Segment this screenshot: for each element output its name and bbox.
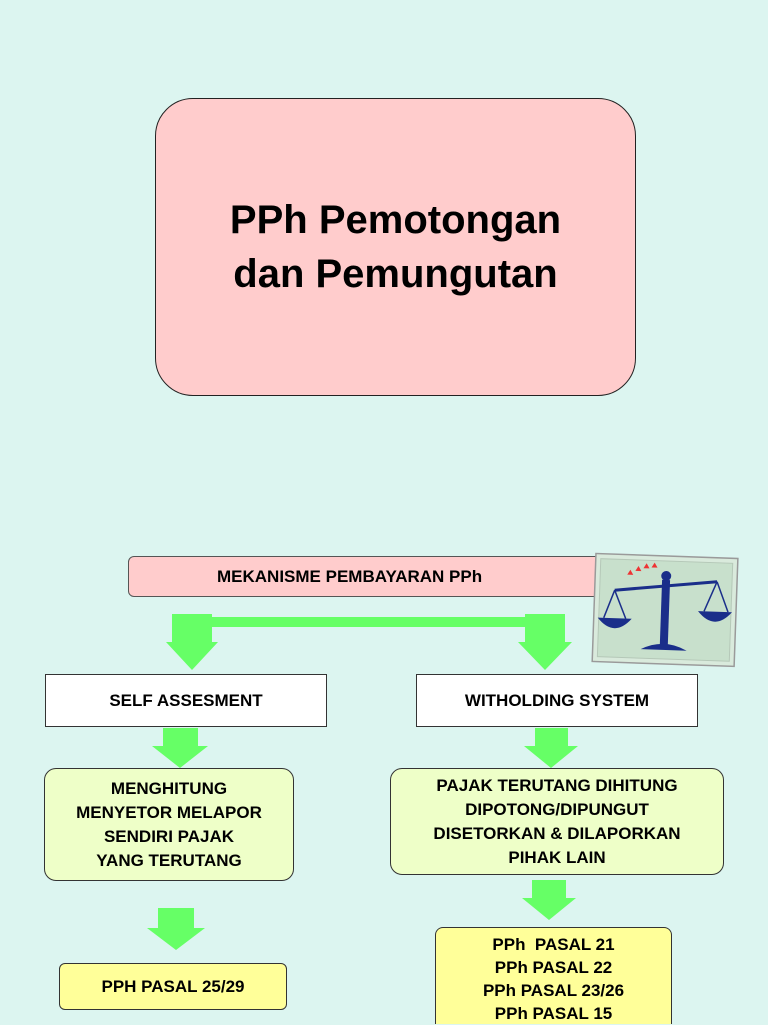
arrow-down-left-bottom (147, 908, 205, 950)
withholding-system-box: WITHOLDING SYSTEM (416, 674, 698, 727)
withholding-system-label: WITHOLDING SYSTEM (464, 690, 650, 710)
description-line: DIPOTONG/DIPUNGUT (465, 799, 649, 819)
self-assessment-label: SELF ASSESMENT (109, 690, 263, 710)
arrow-down-right-top (518, 614, 572, 670)
description-line: YANG TERUTANG (96, 850, 242, 870)
left-articles-box: PPH PASAL 25/29 (59, 963, 287, 1010)
description-line: MENGHITUNG (110, 778, 228, 798)
mechanism-label: MEKANISME PEMBAYARAN PPh (217, 566, 483, 586)
title-line-1: PPh Pemotongan (229, 198, 562, 242)
description-line: PIHAK LAIN (508, 847, 606, 867)
mechanism-box: MEKANISME PEMBAYARAN PPh (128, 556, 610, 597)
article-item: PPh PASAL 15 (494, 1004, 613, 1023)
title-box: PPh Pemotongan dan Pemungutan (155, 98, 636, 396)
arrow-down-right-mid (524, 728, 578, 768)
arrow-down-left-mid (152, 728, 208, 768)
description-line: PAJAK TERUTANG DIHITUNG (436, 775, 678, 795)
scales-of-justice-icon (591, 552, 739, 668)
article-item: PPH PASAL 25/29 (101, 977, 245, 996)
self-assessment-description: MENGHITUNG MENYETOR MELAPOR SENDIRI PAJA… (44, 768, 294, 881)
article-item: PPh PASAL 22 (494, 958, 613, 977)
article-item: PPh PASAL 23/26 (482, 981, 625, 1000)
connector-bar (200, 617, 540, 627)
self-assessment-box: SELF ASSESMENT (45, 674, 327, 727)
article-item: PPh PASAL 21 (492, 935, 615, 954)
description-line: DISETORKAN & DILAPORKAN (433, 823, 681, 843)
title-line-2: dan Pemungutan (233, 252, 558, 296)
arrow-down-right-bottom (522, 880, 576, 920)
arrow-down-left-top (166, 614, 218, 670)
withholding-description: PAJAK TERUTANG DIHITUNG DIPOTONG/DIPUNGU… (390, 768, 724, 875)
description-line: SENDIRI PAJAK (103, 826, 235, 846)
right-articles-box: PPh PASAL 21 PPh PASAL 22 PPh PASAL 23/2… (435, 927, 672, 1024)
description-line: MENYETOR MELAPOR (76, 802, 262, 822)
